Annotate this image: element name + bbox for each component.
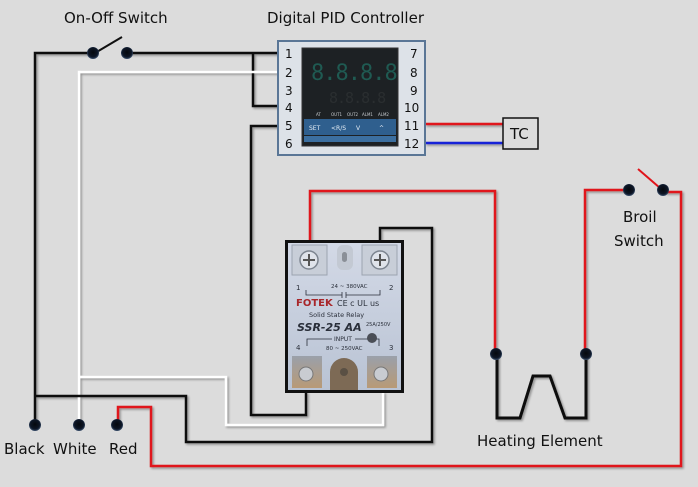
broil-switch[interactable] xyxy=(623,168,669,196)
ssr-subtitle: Solid State Relay xyxy=(309,311,364,319)
screw-slot-icon xyxy=(374,254,386,266)
heating-element-label: Heating Element xyxy=(477,432,603,450)
ssr-terminal-3-label: 3 xyxy=(389,344,393,352)
screw-slot-icon xyxy=(303,254,315,266)
mains-red-label: Red xyxy=(109,440,138,458)
pid-terminal-7: 7 xyxy=(410,47,418,61)
pid-display-top: 8.8.8.8 xyxy=(311,61,397,86)
on-off-switch[interactable] xyxy=(87,36,133,59)
ssr-terminal-4-label: 4 xyxy=(296,344,301,352)
ssr-terminal-1-label: 1 xyxy=(296,284,300,292)
pid-button-bar xyxy=(304,119,396,135)
pid-terminal-9: 9 xyxy=(410,84,418,98)
broil-switch-node-right xyxy=(657,184,669,196)
pid-set-button[interactable]: SET xyxy=(309,125,321,132)
mains-black-terminal[interactable] xyxy=(29,419,41,431)
broil-switch-label-1: Broil xyxy=(623,208,657,226)
ssr-screw-icon xyxy=(373,366,389,382)
wire-white-to-ssr-3 xyxy=(79,375,385,427)
wire-red-ssr-1-to-element xyxy=(308,189,497,354)
broil-switch-label-2: Switch xyxy=(614,232,664,250)
pid-terminal-1: 1 xyxy=(285,47,293,61)
pid-shift-button[interactable]: <R/S xyxy=(331,125,346,132)
thermocouple-box xyxy=(502,117,539,150)
pid-terminal-8: 8 xyxy=(410,66,418,80)
switch-node-right xyxy=(121,47,133,59)
pid-terminal-3: 3 xyxy=(285,84,293,98)
wire-black-jumper-1-to-4 xyxy=(251,53,278,108)
broil-switch-lever xyxy=(637,168,661,189)
ssr-terminal-2-label: 2 xyxy=(389,284,393,292)
pid-terminal-11: 11 xyxy=(404,119,419,133)
solid-state-relay: 1 2 24 ~ 380VAC FOTEK CE c UL us Solid S… xyxy=(285,240,404,393)
pid-terminal-5: 5 xyxy=(285,119,293,133)
pid-display-bottom: 8.8.8.8 xyxy=(329,89,386,107)
wire-black-pid-5-to-ssr-4 xyxy=(249,124,308,417)
mains-white-terminal[interactable] xyxy=(73,419,85,431)
pid-controller-label: Digital PID Controller xyxy=(267,9,425,27)
pid-up-button[interactable]: ^ xyxy=(379,125,384,132)
pid-indicator: OUT1 xyxy=(331,112,343,117)
ssr-brand: FOTEK xyxy=(296,298,334,309)
ssr-input-label: INPUT xyxy=(334,336,352,343)
wire-white-to-pid-2 xyxy=(77,70,278,425)
on-off-switch-label: On-Off Switch xyxy=(64,9,168,27)
wire-red-mains-to-broil xyxy=(116,190,683,468)
heating-element-coil xyxy=(495,354,588,420)
pid-terminal-4: 4 xyxy=(285,101,293,115)
pid-terminal-2: 2 xyxy=(285,66,293,80)
pid-model-strip xyxy=(304,136,396,142)
ssr-certifications: CE c UL us xyxy=(337,299,379,308)
wire-black-mains-to-switch xyxy=(33,51,95,425)
mains-red-terminal[interactable] xyxy=(111,419,123,431)
ssr-output-range: 24 ~ 380VAC xyxy=(331,284,368,290)
pid-terminal-12: 12 xyxy=(404,137,419,151)
pid-terminal-10: 10 xyxy=(404,101,419,115)
thermocouple-label: TC xyxy=(509,125,529,143)
heating-element-node-right xyxy=(580,348,592,360)
ssr-model: SSR-25 AA xyxy=(297,321,362,334)
broil-switch-node-left xyxy=(623,184,635,196)
pid-indicator: OUT2 xyxy=(347,112,359,117)
mount-hole xyxy=(340,368,348,376)
mains-white-label: White xyxy=(53,440,97,458)
pid-indicator: AT xyxy=(316,112,321,117)
pid-indicator: ALM1 xyxy=(362,112,373,117)
ssr-input-bracket xyxy=(306,338,380,346)
ssr-status-led xyxy=(367,333,377,343)
ssr-screw-icon xyxy=(298,366,314,382)
heating-element-node-left xyxy=(490,348,502,360)
pid-indicator: ALM2 xyxy=(378,112,389,117)
wire-red-broil-to-element xyxy=(583,188,629,354)
ssr-rating: 25A/250V xyxy=(366,322,391,328)
ssr-input-range: 80 ~ 250VAC xyxy=(326,346,363,352)
switch-lever xyxy=(94,36,123,54)
thermocouple: TC xyxy=(502,117,539,150)
ssr-output-bracket xyxy=(305,290,381,298)
mains-black-label: Black xyxy=(4,440,45,458)
pid-down-button[interactable]: V xyxy=(356,125,361,132)
pid-terminal-6: 6 xyxy=(285,137,293,151)
wire-black-mains-to-ssr-2 xyxy=(35,226,434,444)
pid-controller: 8.8.8.8 8.8.8.8 AT OUT1 OUT2 ALM1 ALM2 S… xyxy=(277,40,426,156)
mount-hole xyxy=(342,252,347,262)
switch-node-left xyxy=(87,47,99,59)
